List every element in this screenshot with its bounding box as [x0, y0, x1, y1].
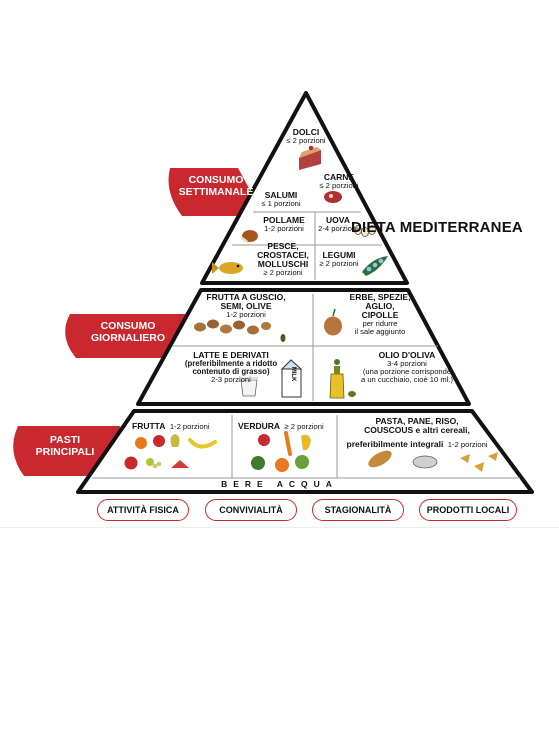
ribbon-settimanale [168, 168, 264, 216]
food-name: ERBE, SPEZIE, [349, 292, 411, 302]
onion-icon [324, 308, 342, 336]
pollame-label: POLLAME 1-2 porzioni [258, 216, 310, 233]
tier-main-frame [76, 409, 534, 494]
food-name: AGLIO, [365, 300, 395, 311]
carne-label: CARNE ≤ 2 porzioni [311, 173, 367, 190]
food-portions: ≥ 2 porzioni [284, 422, 324, 431]
food-portions: ≤ 1 porzioni [261, 198, 301, 208]
food-name: COUSCOUS e altri cereali, [364, 424, 470, 435]
food-portions: ≥ 2 porzioni [263, 267, 303, 277]
ribbon-giornaliero [65, 314, 188, 358]
food-portions: 1-2 porzioni [447, 439, 488, 449]
food-name: LEGUMI [322, 250, 356, 260]
ribbon-settimanale-text: CONSUMO SETTIMANALE [176, 174, 256, 198]
verdura-label: VERDURA ≥ 2 porzioni [238, 417, 324, 434]
food-name: POLLAME [263, 215, 305, 225]
chicken-leg-icon [240, 230, 258, 243]
fruit-group-icon [124, 434, 217, 470]
food-portions: ≤ 2 porzioni [319, 180, 359, 190]
salumi-label: SALUMI ≤ 1 porzioni [256, 191, 306, 208]
food-portions: 2-3 porzioni [211, 375, 251, 385]
food-portions: 1-2 porzioni [264, 223, 304, 233]
uova-label: UOVA 2-4 porzioni [313, 216, 363, 233]
ribbon-line: GIORNALIERO [90, 332, 166, 345]
food-name: preferibilmente integrali [346, 438, 444, 449]
ribbon-line: SETTIMANALE [178, 186, 254, 199]
milk-carton-label: MILK [290, 366, 297, 382]
food-note: contenuto di grasso) [192, 367, 270, 377]
legumes-pod-icon [362, 256, 388, 276]
olio-label: OLIO D'OLIVA 3-4 porzioni (una porzione … [352, 351, 462, 384]
eggs-icon [354, 225, 376, 237]
food-name: VERDURA [238, 421, 281, 431]
ribbon-giornaliero-text: CONSUMO GIORNALIERO [68, 320, 188, 344]
food-name: MOLLUSCHI [257, 258, 309, 269]
erbe-label: ERBE, SPEZIE, AGLIO, CIPOLLE per ridurre… [340, 293, 420, 336]
ribbon-pasti-text: PASTI PRINCIPALI [16, 434, 114, 458]
bottom-divider [0, 527, 559, 528]
cake-icon [299, 145, 321, 170]
tier-daily-frame [136, 288, 471, 406]
dolci-label: DOLCI ≤ 2 porzioni [276, 128, 336, 145]
vegetables-group-icon [251, 431, 311, 472]
pesce-label: PESCE, CROSTACEI, MOLLUSCHI ≥ 2 porzioni [253, 242, 313, 277]
frutta-guscio-label: FRUTTA A GUSCIO, SEMI, OLIVE 1-2 porzion… [196, 293, 296, 319]
food-name: SEMI, OLIVE [220, 300, 272, 311]
food-portions: 1-2 porzioni [226, 309, 266, 319]
ribbon-line: CONSUMO [188, 174, 244, 186]
food-portions: ≤ 2 porzioni [286, 135, 326, 145]
food-name: SALUMI [264, 190, 298, 200]
pill-prodotti-locali: PRODOTTI LOCALI [419, 499, 517, 521]
food-name: LATTE E DERIVATI [193, 350, 269, 360]
food-name: UOVA [326, 215, 350, 225]
oil-bottle-icon [329, 359, 356, 399]
food-name: OLIO D'OLIVA [378, 350, 436, 360]
food-name: DOLCI [292, 127, 320, 137]
pasta-label: PASTA, PANE, RISO, COUSCOUS e altri cere… [342, 417, 492, 452]
food-note: il sale aggiunto [354, 326, 406, 336]
food-portions: ≥ 2 porzioni [319, 258, 359, 268]
food-note: (preferibilmente a ridotto [184, 358, 278, 368]
food-note: (una porzione corrisponde [362, 366, 452, 376]
food-name: PESCE, [267, 241, 299, 251]
water-label: BERE ACQUA [221, 479, 338, 489]
food-name: FRUTTA A GUSCIO, [206, 292, 286, 302]
food-portions: 1-2 porzioni [169, 422, 210, 431]
pill-stagionalita: STAGIONALITÀ [312, 499, 404, 521]
milk-carton-icon [280, 359, 303, 398]
frutta-label: FRUTTA 1-2 porzioni [132, 417, 210, 434]
ribbon-line: PRINCIPALI [35, 446, 95, 459]
food-portions: 3-4 porzioni [387, 358, 427, 368]
food-note: a un cucchiaio, cioè 10 ml.) [360, 374, 453, 384]
meat-icon [324, 191, 342, 203]
pill-attivita-fisica: ATTIVITÀ FISICA [97, 499, 189, 521]
fish-icon [212, 262, 243, 274]
ribbon-line: CONSUMO [100, 320, 156, 332]
legumi-label: LEGUMI ≥ 2 porzioni [312, 251, 366, 268]
food-name: CARNE [323, 172, 355, 182]
nuts-icon [194, 319, 286, 342]
food-note: per ridurre [362, 318, 398, 328]
food-name: FRUTTA [132, 421, 166, 431]
latte-label: LATTE E DERIVATI (preferibilmente a rido… [176, 351, 286, 384]
food-name: CIPOLLE [361, 309, 399, 320]
ribbon-pasti [13, 426, 121, 476]
food-name: PASTA, PANE, RISO, [375, 416, 459, 426]
yogurt-cup-icon [240, 377, 258, 397]
ribbon-line: PASTI [49, 434, 81, 446]
pill-convivialita: CONVIVIALITÀ [205, 499, 297, 521]
food-name: CROSTACEI, [257, 249, 309, 260]
page-title: DIETA MEDITERRANEA [351, 219, 523, 236]
grains-group-icon [368, 450, 498, 472]
food-portions: 2-4 porzioni [318, 223, 358, 233]
